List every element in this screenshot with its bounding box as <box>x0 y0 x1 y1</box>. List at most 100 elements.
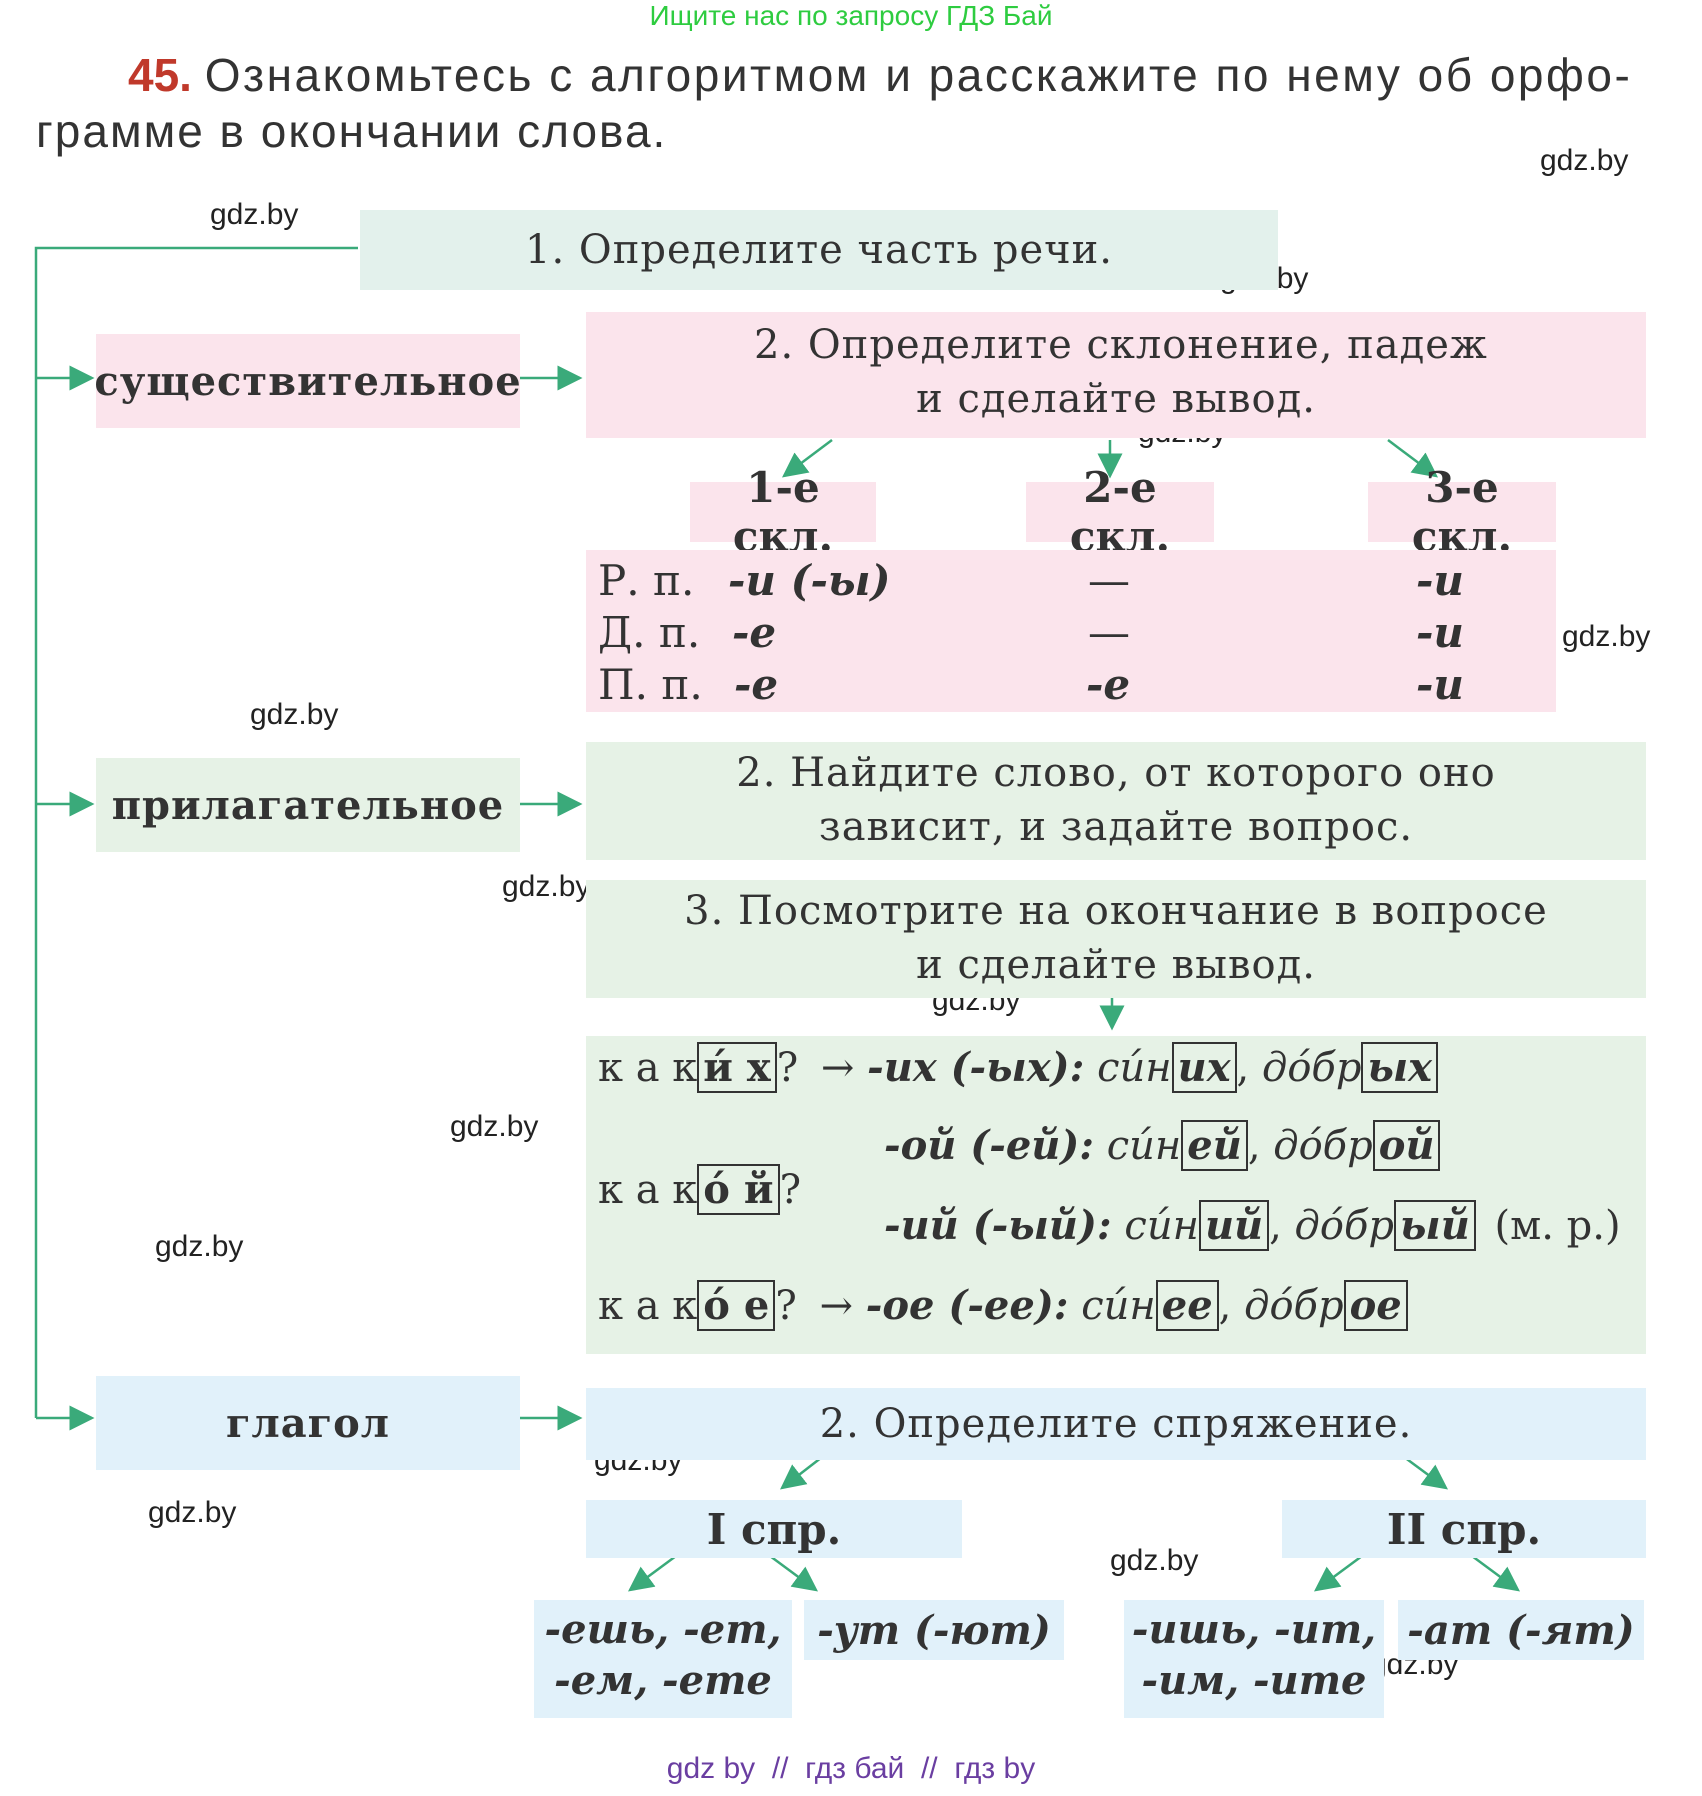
noun-step2-line2: и сделайте вывод. <box>916 376 1316 422</box>
case-row: Р. п. -и (-ы) — -и <box>598 556 1548 608</box>
case-label: Д. п. <box>598 608 701 657</box>
question-ending-box: о́ е <box>697 1280 776 1331</box>
case-endings-table: Р. п. -и (-ы) — -и Д. п. -е — -и П. п. -… <box>586 550 1556 712</box>
top-link[interactable]: Ищите нас по запросу ГДЗ Бай <box>649 0 1053 31</box>
footer-links[interactable]: gdz by // гдз бай // гдз by <box>666 1752 1036 1785</box>
example-stem: си́н <box>1081 1283 1156 1329</box>
example-stem: си́н <box>1124 1203 1199 1249</box>
question-prefix: к а к <box>598 1167 698 1213</box>
watermark: gdz.by <box>1110 1544 1199 1577</box>
case-ending-d1: -е <box>734 660 779 709</box>
ending-rule: -ой (-ей): <box>884 1122 1095 1169</box>
conj2-endings-b: -ат (-ят) <box>1398 1600 1644 1660</box>
case-ending-d3: -и <box>1416 608 1464 657</box>
conj1-endings-a-line1: -ешь, -ет, <box>544 1606 782 1653</box>
watermark: gdz.by <box>210 198 299 231</box>
case-row: Д. п. -е — -и <box>598 608 1548 660</box>
arrow: → <box>820 1045 855 1091</box>
case-ending-d1: -е <box>732 608 777 657</box>
declension-3: 3-е скл. <box>1368 463 1556 561</box>
adjective-endings-box <box>586 1036 1646 1354</box>
adjective-step3-line1: 3. Посмотрите на окончание в вопросе <box>684 888 1548 934</box>
case-ending-d2: -е <box>1086 660 1131 709</box>
declension-2-label: 2-е скл. <box>1069 463 1171 561</box>
example-stem: до́бр <box>1273 1123 1373 1169</box>
comma: , <box>1269 1203 1282 1249</box>
task-heading: 45. Ознакомьтесь с алгоритмом и расскажи… <box>36 48 1636 102</box>
question-prefix: к а к <box>598 1045 698 1091</box>
conj2-endings-a-line2: -им, -ите <box>1141 1657 1367 1704</box>
case-ending-d3: -и <box>1416 660 1464 709</box>
example-stem: до́бр <box>1244 1283 1344 1329</box>
conjugation-1: I спр. <box>586 1500 962 1558</box>
arrow: → <box>819 1283 854 1329</box>
noun-step2-box: 2. Определите склонение, падеж и сделайт… <box>586 312 1646 438</box>
verb-step2-text: 2. Определите спряжение. <box>819 1401 1413 1447</box>
comma: , <box>1236 1045 1250 1091</box>
declension-1: 1-е скл. <box>690 463 876 561</box>
conj1-endings-a: -ешь, -ет, -ем, -ете <box>534 1600 792 1718</box>
case-label: Р. п. <box>598 556 695 605</box>
watermark: gdz.by <box>1540 144 1629 177</box>
watermark: gdz.by <box>148 1496 237 1529</box>
watermark: gdz.by <box>450 1110 539 1143</box>
conjugation-1-label: I спр. <box>706 1504 842 1554</box>
example-stem: до́бр <box>1294 1203 1394 1249</box>
task-number: 45. <box>128 49 192 101</box>
task-text-line1: Ознакомьтесь с алгоритмом и расскажите п… <box>204 49 1633 101</box>
declension-3-label: 3-е скл. <box>1411 463 1513 561</box>
conj2-endings-b-text: -ат (-ят) <box>1407 1606 1635 1654</box>
task-text-line2: грамме в окончании слова. <box>36 105 668 157</box>
question-mark: ? <box>775 1283 797 1329</box>
step1-text: 1. Определите часть речи. <box>525 227 1113 273</box>
example-ending-box: ой <box>1372 1120 1441 1171</box>
example-ending-box: ый <box>1394 1200 1476 1251</box>
watermark: gdz.by <box>250 698 339 731</box>
comma: , <box>1218 1283 1232 1329</box>
adjective-step3-box: 3. Посмотрите на окончание в вопросе и с… <box>586 880 1646 998</box>
conj2-endings-a: -ишь, -ит, -им, -ите <box>1124 1600 1384 1718</box>
question-mark: ? <box>779 1167 802 1213</box>
verb-step2-box: 2. Определите спряжение. <box>586 1388 1646 1460</box>
conjugation-2: II спр. <box>1282 1500 1646 1558</box>
ending-rule: -их (-ых): <box>867 1044 1085 1091</box>
question-ending-box: о́ й <box>697 1164 780 1215</box>
noun-step2-line1: 2. Определите склонение, падеж <box>754 322 1488 368</box>
comma: , <box>1247 1123 1261 1169</box>
example-ending-box: ое <box>1343 1280 1408 1331</box>
conj1-endings-b: -ут (-ют) <box>804 1600 1064 1660</box>
adjective-step2-box: 2. Найдите слово, от которого оно зависи… <box>586 742 1646 860</box>
conj1-endings-b-text: -ут (-ют) <box>817 1606 1051 1654</box>
example-ending-box: их <box>1171 1042 1237 1093</box>
watermark: gdz.by <box>155 1230 244 1263</box>
noun-label: существительное <box>94 357 522 405</box>
case-ending-d1: -и (-ы) <box>728 556 891 605</box>
case-label: П. п. <box>598 660 703 709</box>
conjugation-2-label: II спр. <box>1386 1504 1542 1554</box>
question-ending-box: и́ х <box>697 1042 777 1093</box>
case-ending-d3: -и <box>1416 556 1464 605</box>
example-stem: си́н <box>1097 1045 1172 1091</box>
conj2-endings-a-line1: -ишь, -ит, <box>1131 1606 1377 1653</box>
verb-label-box: глагол <box>96 1376 520 1470</box>
example-ending-box: ий <box>1198 1200 1270 1251</box>
watermark: gdz.by <box>1562 620 1651 653</box>
adjective-label-box: прилагательное <box>96 758 520 852</box>
verb-label: глагол <box>225 1399 391 1447</box>
example-ending-box: ее <box>1155 1280 1219 1331</box>
gender-note: (м. р.) <box>1494 1203 1621 1249</box>
adjective-step2-line1: 2. Найдите слово, от которого оно <box>736 750 1496 796</box>
ending-rule: -ий (-ый): <box>884 1202 1112 1249</box>
conj1-endings-a-line2: -ем, -ете <box>554 1657 772 1704</box>
example-ending-box: ей <box>1181 1120 1248 1171</box>
case-ending-d2: — <box>1088 608 1130 657</box>
example-stem: до́бр <box>1261 1045 1362 1091</box>
question-prefix: к а к <box>598 1283 698 1329</box>
case-row: П. п. -е -е -и <box>598 660 1548 712</box>
declension-2: 2-е скл. <box>1026 463 1214 561</box>
